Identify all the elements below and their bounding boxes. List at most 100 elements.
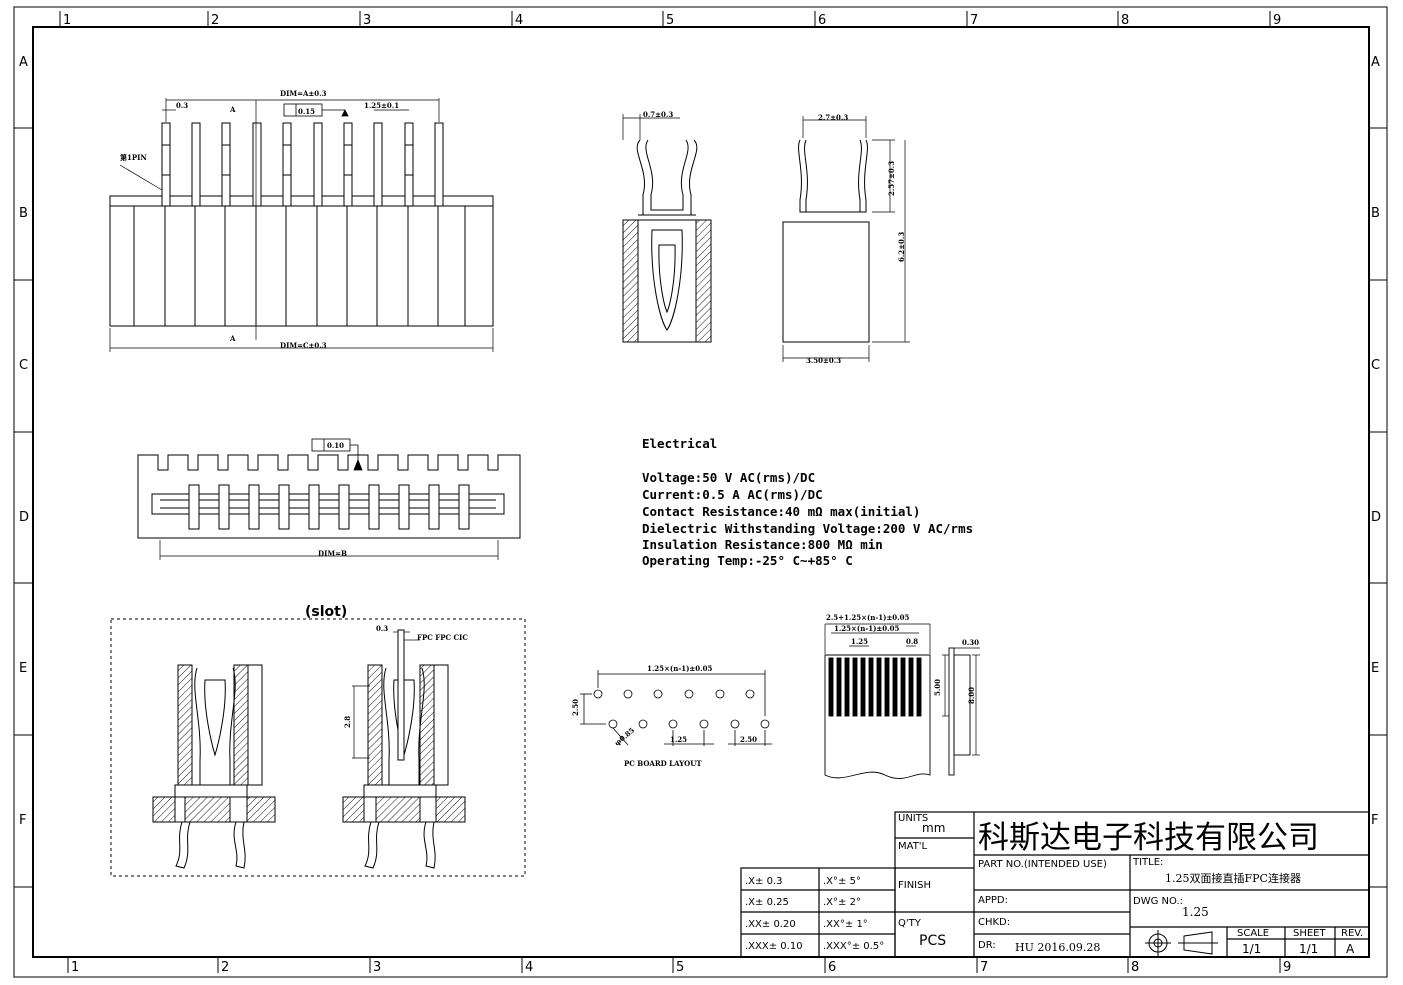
part-no-label: PART NO.(INTENDED USE) [978,859,1107,870]
pitch-label: 1.25±0.1 [364,101,399,110]
scale-label: SCALE [1237,928,1269,939]
side-contact-height-label: 2.57±0.3 [887,161,896,196]
side-top-width-label: 2.7±0.3 [818,113,848,122]
fpc-pitch-total-label: 1.25×(n-1)±0.05 [834,624,899,633]
zone-col-8-bottom: 8 [1131,960,1139,975]
sheet-frame [13,6,1388,978]
side-view [782,116,910,362]
spec-insulation: Insulation Resistance:800 MΩ min [642,537,883,552]
zone-col-7-bottom: 7 [980,960,988,975]
chkd-label: CHKD: [978,917,1010,928]
fpc-fingers [828,657,922,717]
zone-row-a: A [19,55,28,70]
pcb-step-label: 1.25 [670,735,687,744]
dr-value: HU 2016.09.28 [1015,941,1100,954]
zone-row-f-right: F [1371,813,1378,828]
material-label: MAT'L [898,841,928,852]
zone-row-d-right: D [1371,510,1381,525]
zone-col-1: 1 [63,13,71,28]
zone-col-5-bottom: 5 [676,960,684,975]
finish-label: FINISH [898,880,931,891]
pcb-edge-label: 2.50 [740,735,757,744]
spec-voltage: Voltage:50 V AC(rms)/DC [642,470,815,485]
zone-col-8: 8 [1121,13,1129,28]
units-label: UNITS [898,813,928,824]
tol-xxx-angular: .XX°± 1° [823,919,868,930]
qty-label: Q'TY [898,918,922,929]
zone-col-1-bottom: 1 [71,960,79,975]
tol-xxxx-angular: .XXX°± 0.5° [823,941,884,952]
fpc-total-length-label: 8.00 [967,687,976,704]
pcb-pitch-label: 1.25×(n-1)±0.05 [647,664,712,673]
zone-col-4-bottom: 4 [525,960,533,975]
fpc-thickness-label: 0.30 [962,638,979,647]
zone-row-c-right: C [1371,358,1380,373]
tol-xxx-linear: .XX± 0.20 [745,919,796,930]
offset-label: 0.3 [176,101,188,110]
slot-height-label: 2.8 [343,716,352,728]
tol-x-linear: .X± 0.3 [745,876,783,887]
dr-label: DR: [978,940,996,951]
section-mark-bottom: A [229,334,236,343]
zone-row-a-right: A [1371,55,1380,70]
slot-right [342,629,466,869]
front-view [109,98,494,352]
zone-col-6: 6 [818,13,826,28]
electrical-specs: Electrical Voltage:50 V AC(rms)/DC Curre… [642,436,973,568]
pcb-labels: 1.25×(n-1)±0.05 2.50 φ0.85 1.25 2.50 PC … [571,664,757,768]
tol-xx-linear: .X± 0.25 [745,897,789,908]
pcb-row-gap-label: 2.50 [571,699,580,716]
appd-label: APPD: [978,895,1008,906]
section-mark-top: A [229,105,236,114]
body-ribs [164,206,439,326]
dwg-no-value: 1.25 [1182,905,1209,919]
top-view [137,438,521,560]
projection-symbol-icon [1145,930,1218,956]
zone-col-2: 2 [211,13,219,28]
zone-col-4: 4 [515,13,523,28]
zone-row-c: C [19,358,28,373]
slot-section [110,618,526,877]
pcb-holes-bottom [608,719,770,729]
slot-labels: (slot) 0.3 FPC FPC CIC 2.8 [305,604,468,728]
zone-ticks [14,11,1387,973]
fpc-pitch-label: 1.25 [851,637,868,646]
fpc-finger-label: 0.8 [906,637,918,646]
tol-xxxx-linear: .XXX± 0.10 [745,941,803,952]
title-block-text: .X± 0.3 .X°± 5° .X± 0.25 .X°± 2° .XX± 0.… [745,813,1363,956]
zone-row-f: F [19,813,26,828]
dim-b-label: DIM=B [318,549,347,558]
title-label: TITLE: [1132,857,1163,868]
scale-value: 1/1 [1242,942,1261,956]
fpc-total-width-label: 2.5+1.25×(n-1)±0.05 [826,613,909,622]
sheet-value: 1/1 [1299,942,1318,956]
spec-dielectric: Dielectric Withstanding Voltage:200 V AC… [642,521,973,536]
flatness-tolerance: 0.15 [298,107,315,116]
fpc-label: FPC FPC CIC [417,633,468,642]
fpc-detail [824,623,980,779]
electrical-heading: Electrical [642,436,717,451]
tol-xx-angular: .X°± 2° [823,897,861,908]
qty-value: PCS [919,933,946,949]
pcb-layout [580,670,772,746]
zone-row-b: B [19,206,28,221]
pin1-label: 第1PIN [120,153,147,162]
spec-operating-temp: Operating Temp:-25° C~+85° C [642,553,853,568]
front-pins [161,122,444,207]
zone-labels: 1 2 3 4 5 6 7 8 9 1 2 3 4 5 6 7 8 9 A B … [19,13,1381,975]
zone-col-2-bottom: 2 [221,960,229,975]
pcb-caption: PC BOARD LAYOUT [624,759,702,768]
side-body-width-label: 3.50±0.3 [806,356,841,365]
title-block [740,811,1370,958]
zone-col-5: 5 [666,13,674,28]
zone-col-6-bottom: 6 [828,960,836,975]
zone-col-3-bottom: 3 [373,960,381,975]
rev-label: REV. [1341,928,1363,939]
zone-row-b-right: B [1371,206,1380,221]
front-view-labels: DIM=A±0.3 0.3 1.25±0.1 0.15 A A DIM=C±0.… [120,89,399,350]
slot-left [152,664,276,869]
front-dimensions [109,98,494,352]
zone-col-9-bottom: 9 [1283,960,1291,975]
spec-current: Current:0.5 A AC(rms)/DC [642,487,823,502]
